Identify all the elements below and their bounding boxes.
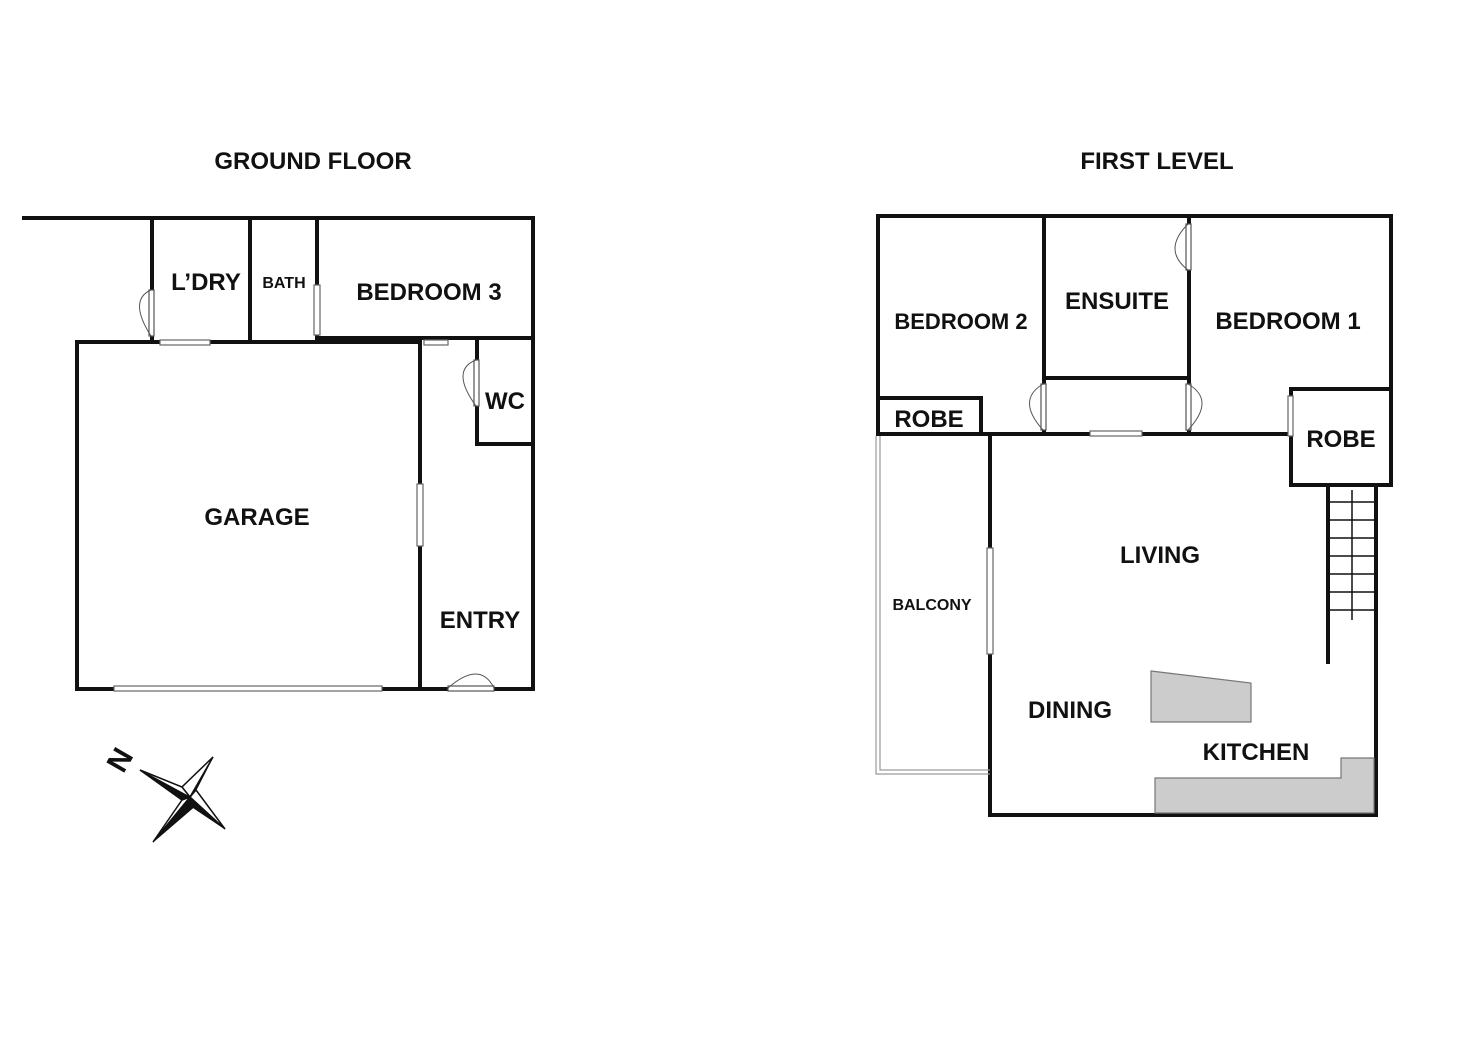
bedroom3-label: BEDROOM 3 — [356, 279, 501, 306]
laundry-label: L’DRY — [171, 269, 241, 296]
robe-right-slider-door — [1287, 395, 1294, 437]
kitchen-island — [1150, 670, 1252, 723]
entry-slider-door — [423, 339, 449, 346]
wc-door — [462, 359, 480, 407]
compass-north-label: N — [101, 743, 140, 778]
first-outer-top-wall — [876, 214, 1393, 436]
entry-label: ENTRY — [440, 607, 520, 634]
garage-roller-door — [113, 685, 383, 692]
wc-label: WC — [485, 388, 525, 415]
balcony-label: BALCONY — [892, 597, 971, 614]
balcony-slider-door — [986, 547, 994, 655]
robe-right-label: ROBE — [1306, 426, 1375, 453]
bedroom2-door — [1029, 383, 1047, 431]
kitchen-bench — [1154, 757, 1375, 814]
first-level-plan: BEDROOM 2 ENSUITE BEDROOM 1 ROBE ROBE LI… — [875, 214, 1393, 817]
robe-left-walls — [876, 396, 983, 436]
ensuite-label: ENSUITE — [1065, 288, 1169, 315]
ensuite-door — [1174, 223, 1192, 271]
laundry-external-door — [139, 289, 155, 337]
balcony-outline — [875, 436, 990, 775]
ground-floor-plan: L’DRY BATH BEDROOM 3 WC GARAGE ENTRY — [22, 216, 535, 692]
ground-floor-title: GROUND FLOOR — [214, 148, 411, 175]
garage-side-door — [416, 483, 424, 547]
hall-slider-door — [1089, 430, 1143, 437]
compass-rose: N — [101, 743, 226, 843]
dining-label: DINING — [1028, 697, 1112, 724]
robe-right-walls — [1289, 387, 1393, 487]
compass-star-icon — [139, 756, 226, 843]
bedroom1-door — [1185, 383, 1203, 431]
robe-left-label: ROBE — [894, 406, 963, 433]
bedroom1-label: BEDROOM 1 — [1215, 308, 1360, 335]
living-label: LIVING — [1120, 542, 1200, 569]
bedroom2-label: BEDROOM 2 — [894, 309, 1027, 334]
laundry-slider-door — [159, 339, 211, 346]
garage-label: GARAGE — [204, 504, 309, 531]
entry-front-door — [447, 673, 495, 692]
bath-slider-door — [313, 284, 321, 336]
bath-label: BATH — [262, 275, 305, 292]
first-level-title: FIRST LEVEL — [1080, 148, 1233, 175]
kitchen-label: KITCHEN — [1203, 739, 1310, 766]
living-outer-walls — [988, 432, 1378, 817]
staircase — [1328, 485, 1377, 620]
